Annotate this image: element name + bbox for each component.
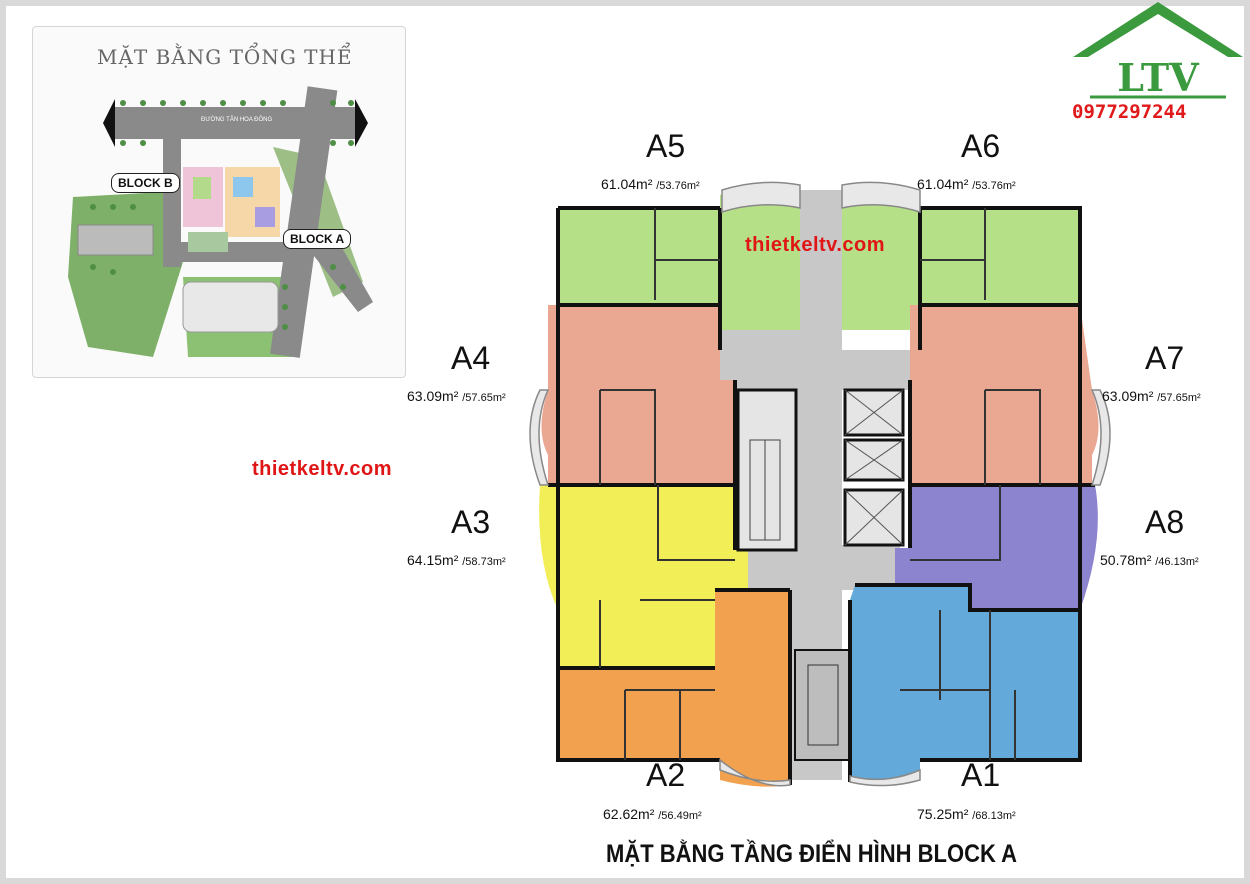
unit-a2-area-sub: /56.49m² [658, 810, 702, 822]
building-south [182, 281, 279, 333]
unit-a8-area: 50.78m² /46.13m² [1100, 552, 1199, 568]
arrow-right-icon [355, 99, 368, 147]
stairs-bottom [794, 649, 851, 761]
unit-a1-area-main: 75.25m² [917, 806, 969, 822]
trees [90, 100, 354, 330]
block-a-unit-2 [255, 207, 275, 227]
unit-a7-name: A7 [1145, 340, 1185, 376]
unit-a5-name: A5 [646, 128, 686, 164]
unit-a8-area-main: 50.78m² [1100, 552, 1152, 568]
unit-a1-name: A1 [961, 757, 1001, 793]
unit-a5-area: 61.04m² /53.76m² [601, 176, 700, 192]
watermark-left: thietkeltv.com [252, 458, 392, 480]
unit-a4-area-main: 63.09m² [407, 388, 459, 404]
partitions [599, 208, 1041, 760]
unit-a7-area: 63.09m² /57.65m² [1102, 388, 1201, 404]
phone-number: 0977297244 [1072, 101, 1187, 123]
unit-a5-area-sub: /53.76m² [656, 180, 700, 192]
plan-title: MẶT BẰNG TẦNG ĐIỂN HÌNH BLOCK A [606, 840, 1018, 868]
unit-a5-area-main: 61.04m² [601, 176, 653, 192]
unit-a3-name: A3 [451, 504, 491, 540]
balconies [529, 181, 1111, 787]
unit-a1-fill [850, 585, 1080, 786]
building-west [77, 224, 154, 256]
ltv-logo: LTV [1068, 2, 1248, 132]
unit-a1-area: 75.25m² /68.13m² [917, 806, 1016, 822]
unit-a3-fill [539, 485, 748, 668]
unit-a1-area-sub: /68.13m² [972, 810, 1016, 822]
site-plan-inset: MẶT BẰNG TỔNG THỂ ĐƯỜNG [32, 26, 406, 378]
unit-a2-area: 62.62m² /56.49m² [603, 806, 702, 822]
unit-a6-area-sub: /53.76m² [972, 180, 1016, 192]
core-corridor-bottom [740, 545, 900, 590]
unit-a8-name: A8 [1145, 504, 1185, 540]
unit-a8-fill [895, 485, 1098, 610]
unit-a4-area-sub: /57.65m² [462, 392, 506, 404]
unit-a3-area-sub: /58.73m² [462, 556, 506, 568]
unit-a6-name: A6 [961, 128, 1001, 164]
block-b-unit [193, 177, 211, 199]
block-b-label: BLOCK B [111, 173, 180, 193]
road-inner-west [163, 137, 181, 267]
unit-a7-area-main: 63.09m² [1102, 388, 1154, 404]
unit-a7-area-sub: /57.65m² [1157, 392, 1201, 404]
unit-a2-fill [558, 590, 790, 787]
unit-a3-area: 64.15m² /58.73m² [407, 552, 506, 568]
arrow-left-icon [103, 99, 115, 147]
watermark-top: thietkeltv.com [745, 234, 885, 256]
roof-icon [1073, 2, 1243, 57]
site-plan-map [68, 86, 373, 358]
road-name: ĐƯỜNG TÂN HOA ĐÔNG [201, 117, 273, 123]
unit-a7-fill [910, 305, 1099, 485]
unit-a4-area: 63.09m² /57.65m² [407, 388, 506, 404]
road-diagonal [303, 232, 373, 312]
walls [548, 206, 1095, 785]
courtyard [188, 232, 228, 252]
unit-a2-name: A2 [646, 757, 686, 793]
unit-a2-area-main: 62.62m² [603, 806, 655, 822]
elevators-right [843, 388, 905, 547]
road-vertical [270, 86, 338, 358]
stairs-left [736, 388, 798, 552]
core-corridor-top [720, 350, 920, 390]
unit-a4-name: A4 [451, 340, 491, 376]
unit-a4-fill [541, 305, 735, 485]
unit-a6-area-main: 61.04m² [917, 176, 969, 192]
block-a-label: BLOCK A [283, 229, 352, 249]
logo-text: LTV [1117, 55, 1200, 100]
unit-a8-area-sub: /46.13m² [1155, 556, 1199, 568]
block-a-unit-1 [233, 177, 253, 197]
unit-a3-area-main: 64.15m² [407, 552, 459, 568]
site-plan-title: MẶT BẰNG TỔNG THỂ [97, 45, 353, 69]
unit-a6-area: 61.04m² /53.76m² [917, 176, 1016, 192]
